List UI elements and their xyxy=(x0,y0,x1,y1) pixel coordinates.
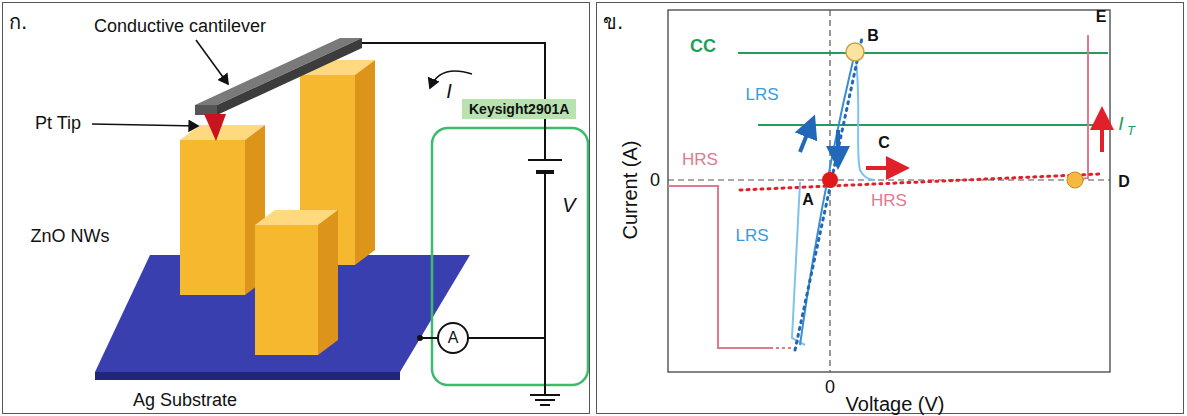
node-text: Keysight2901A xyxy=(469,101,569,117)
state-name: HRS xyxy=(682,151,718,170)
axis-title: Current (A) xyxy=(619,141,641,240)
voltage-symbol: V xyxy=(562,194,575,216)
point-name: B xyxy=(867,27,879,45)
ground-symbol xyxy=(535,399,555,401)
state-point xyxy=(822,172,838,188)
level-name: CC xyxy=(690,37,716,57)
part-name: ZnO NWs xyxy=(31,227,110,247)
panel-letter: ก. xyxy=(3,3,33,41)
wire xyxy=(544,172,546,395)
plot-frame xyxy=(668,10,1110,372)
direction-arrow xyxy=(800,122,812,152)
node-text: A xyxy=(448,329,459,347)
axis-title: Voltage (V) xyxy=(846,393,945,415)
zero-line xyxy=(668,179,1110,180)
instrument-outline xyxy=(432,128,588,385)
instrument-label: Keysight2901A xyxy=(462,99,576,119)
reset-curve xyxy=(855,52,875,180)
substrate-edge xyxy=(95,372,400,380)
direction-arrow xyxy=(1100,114,1104,152)
nanowire-side xyxy=(355,60,375,265)
ground-symbol xyxy=(530,394,560,396)
leader-line xyxy=(92,124,198,126)
point-name: E xyxy=(1096,8,1107,26)
tick-label: 0 xyxy=(650,171,660,191)
set-curve xyxy=(1075,35,1088,180)
contact-dot xyxy=(417,335,423,341)
level-subscript: T xyxy=(1127,124,1135,138)
pt-tip xyxy=(204,114,226,141)
part-name: Conductive cantilever xyxy=(94,17,266,37)
leader-line xyxy=(196,40,228,84)
tick-label: 0 xyxy=(825,378,835,398)
compliance-line xyxy=(738,52,1108,54)
state-name: LRS xyxy=(745,86,778,105)
hrs-fit xyxy=(740,174,1100,190)
direction-arrow xyxy=(836,130,840,162)
state-name: LRS xyxy=(735,227,768,246)
ground-symbol xyxy=(540,404,550,406)
point-name: A xyxy=(802,191,814,209)
direction-arrow xyxy=(866,166,902,170)
nanowire xyxy=(255,225,318,355)
level-name: I xyxy=(1118,114,1123,135)
part-name: Ag Substrate xyxy=(133,391,237,411)
hrs-curve xyxy=(668,186,770,348)
state-name: HRS xyxy=(871,192,907,211)
ammeter-symbol: A xyxy=(437,322,469,354)
cantilever-side xyxy=(217,38,362,115)
point-name: D xyxy=(1118,173,1130,191)
panel-letter: ข. xyxy=(597,3,629,41)
current-symbol: I xyxy=(446,80,452,102)
cantilever-end xyxy=(195,105,217,115)
part-name: Pt Tip xyxy=(35,114,81,134)
state-point xyxy=(1067,172,1083,188)
state-point xyxy=(846,43,864,61)
cantilever-top xyxy=(195,38,362,105)
lrs-fit xyxy=(795,38,862,350)
nanowire-side xyxy=(318,210,338,355)
panel-frame: ก. Keysight2901A A xyxy=(2,2,590,414)
wire xyxy=(468,337,545,339)
nanowire xyxy=(180,140,245,295)
point-name: C xyxy=(878,134,890,152)
battery-plate xyxy=(528,159,562,161)
